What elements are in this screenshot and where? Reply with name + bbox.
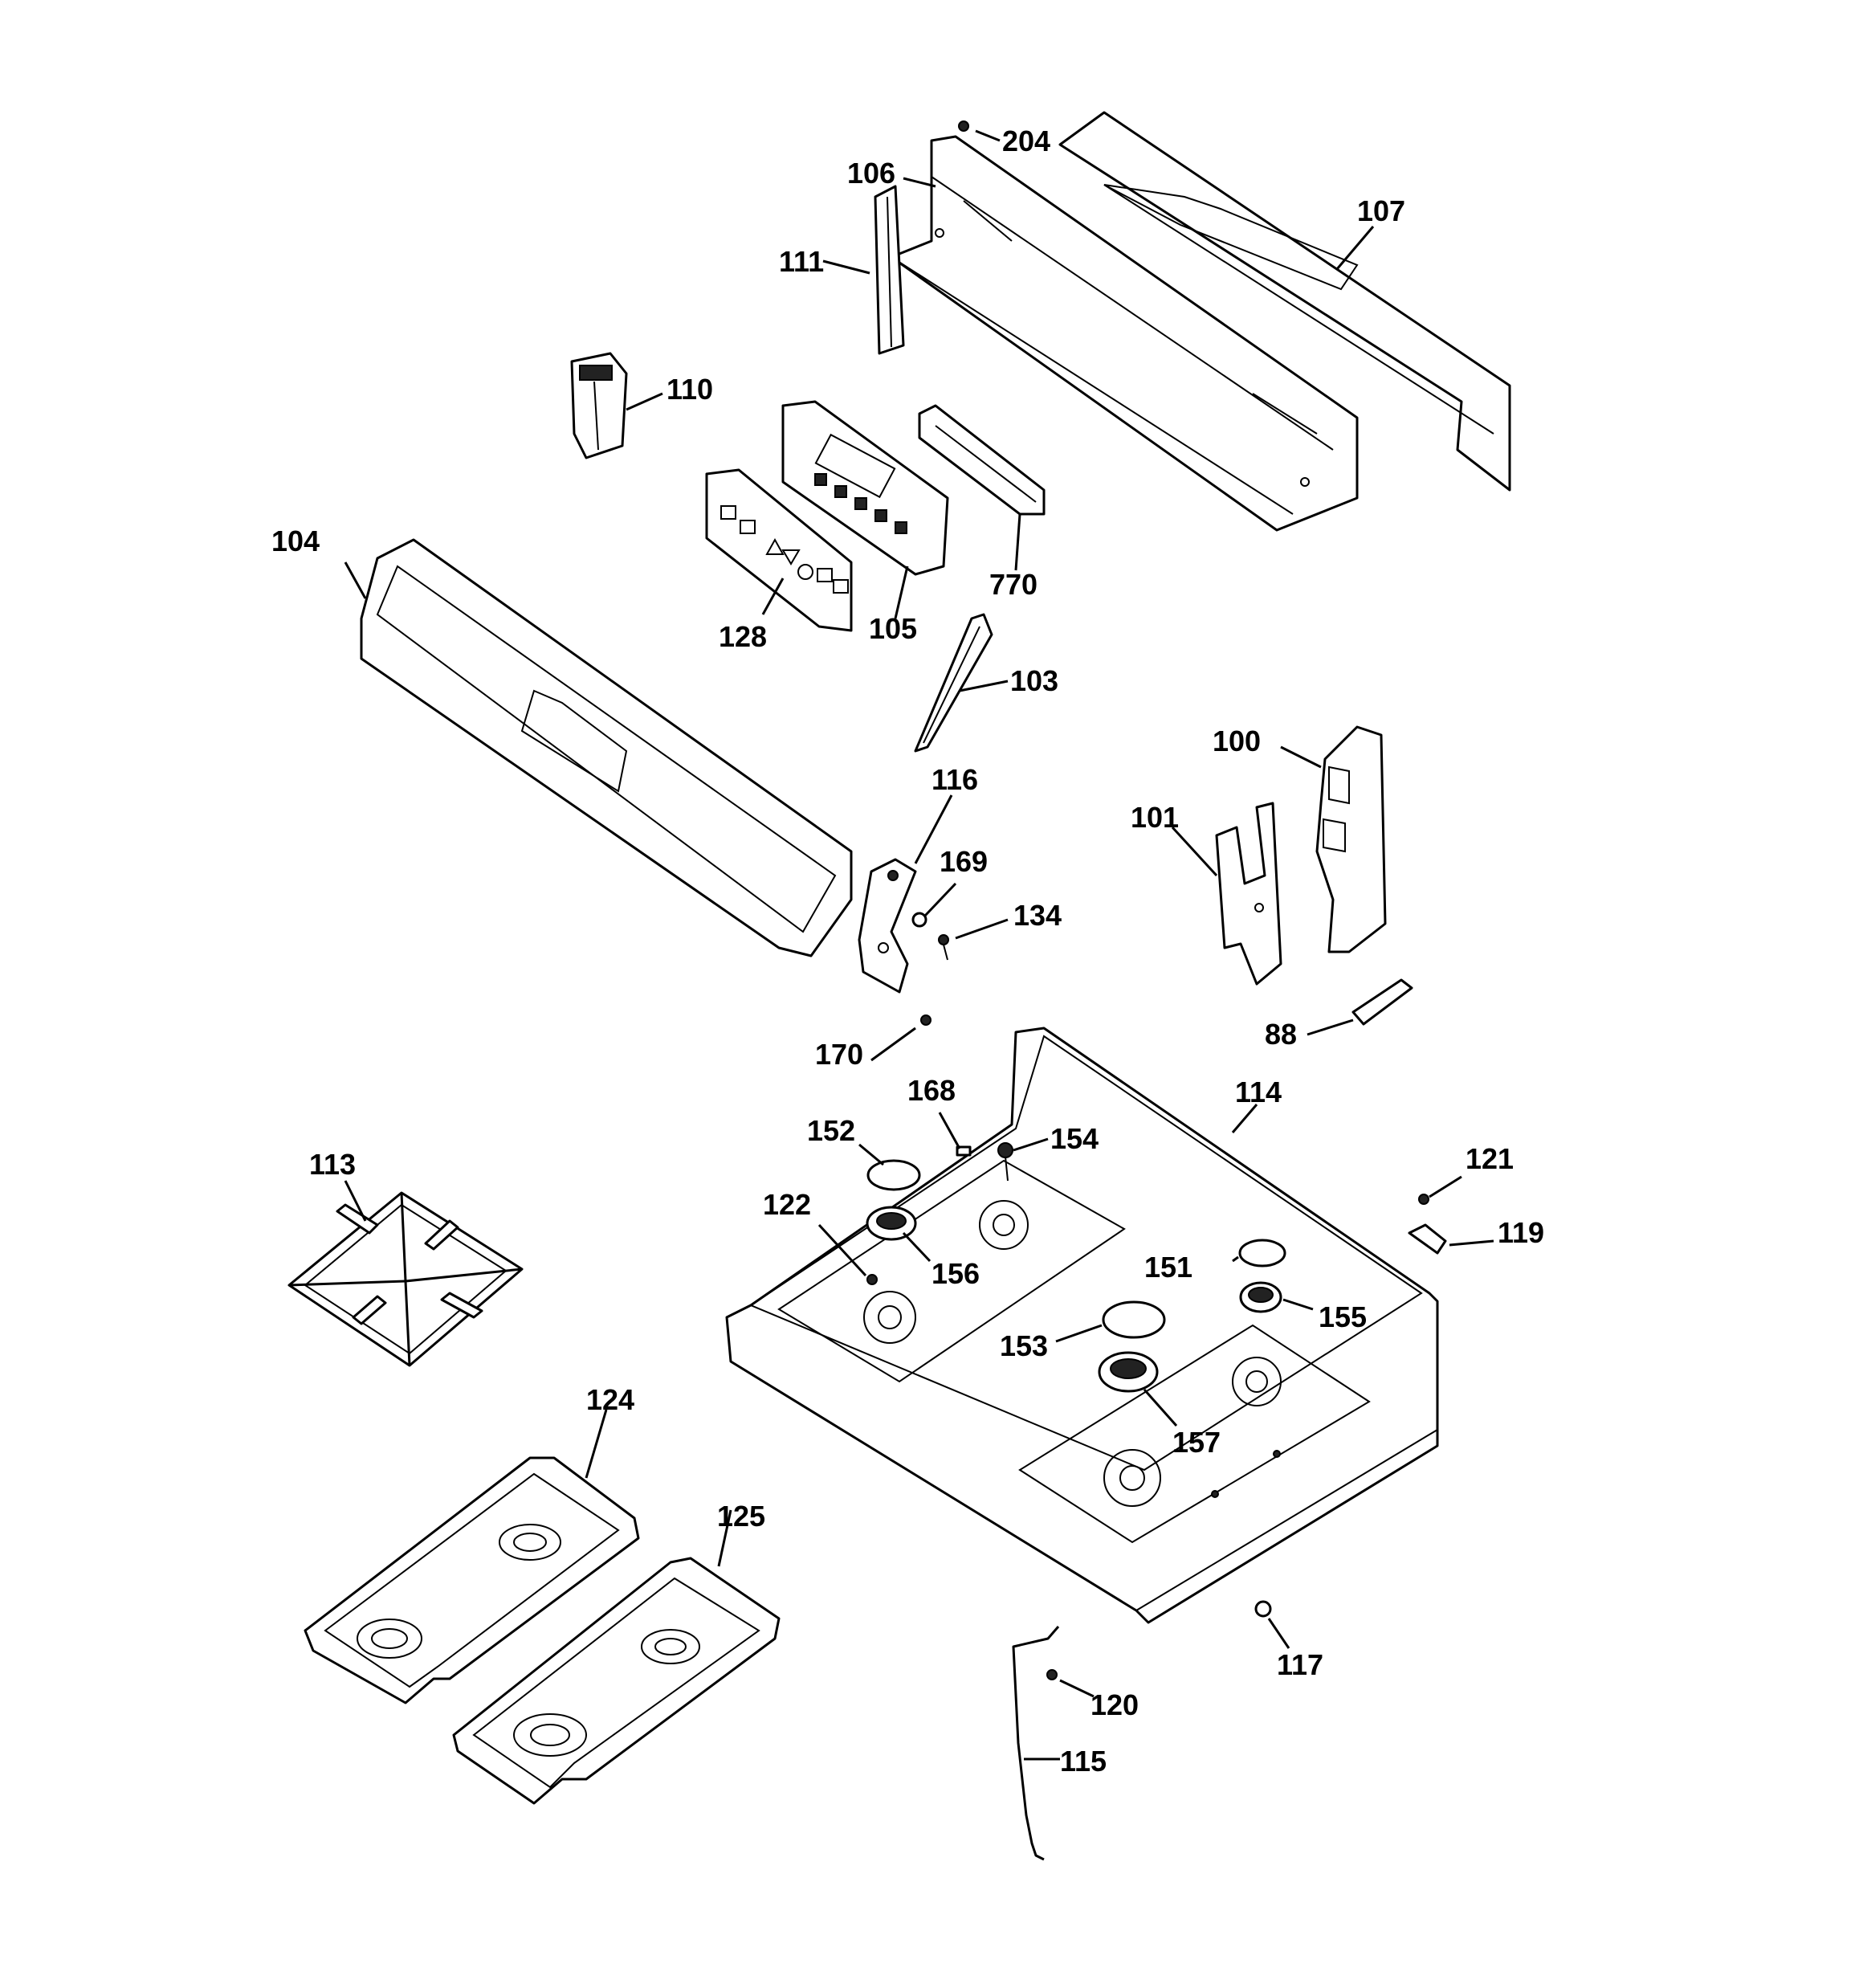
label-100: 100 [1213,725,1261,757]
part-119-hinge [1408,1223,1447,1255]
part-labels: 204 106 107 111 110 104 128 105 770 103 … [271,125,1544,1778]
part-110-switch-module [570,352,628,459]
part-103-support-rod [914,613,993,753]
part-113-burner-grate [287,1191,524,1367]
part-151-burner-cap [1238,1239,1286,1268]
label-169: 169 [940,845,988,878]
label-121: 121 [1466,1142,1514,1175]
label-168: 168 [907,1074,956,1107]
part-120-screw [1046,1669,1058,1680]
label-157: 157 [1172,1426,1221,1459]
part-157-burner-head [1098,1351,1159,1393]
part-155-burner-head [1239,1281,1282,1313]
label-134: 134 [1013,899,1062,932]
label-152: 152 [807,1114,855,1147]
part-116-end-cap [858,858,917,994]
leader-lines [344,129,1494,1761]
part-134-screw [938,934,949,961]
label-106: 106 [847,157,895,190]
label-104: 104 [271,525,320,557]
part-121-screw [1418,1194,1429,1205]
label-111: 111 [779,245,824,278]
part-770-bracket [918,404,1046,516]
label-151: 151 [1144,1251,1192,1284]
label-116: 116 [932,763,978,796]
part-153-burner-cap [1102,1300,1166,1339]
label-113: 113 [309,1148,356,1181]
part-111-side-bracket [874,185,905,355]
label-115: 115 [1060,1745,1107,1778]
label-154: 154 [1050,1122,1099,1155]
label-120: 120 [1090,1688,1139,1721]
label-110: 110 [667,373,713,406]
label-156: 156 [932,1257,980,1290]
part-124-burner-bowl [304,1456,640,1704]
part-117-nut [1254,1600,1272,1618]
part-122-screw [866,1274,878,1285]
label-88: 88 [1265,1018,1297,1051]
part-169-nut [911,912,927,928]
label-119: 119 [1498,1216,1544,1249]
part-115-support-rod [1012,1626,1060,1861]
label-124: 124 [586,1383,634,1416]
part-168-clip [956,1145,972,1157]
part-107-backsplash-cover [1058,111,1511,492]
part-88-spacer [1351,978,1413,1026]
part-104-backguard [360,538,853,957]
part-105-control-board [781,400,949,576]
label-105: 105 [869,612,917,645]
part-170-screw [920,1014,932,1026]
part-100-end-panel [1315,725,1387,953]
label-107: 107 [1357,194,1405,227]
label-128: 128 [719,620,767,653]
label-101: 101 [1131,801,1179,834]
label-155: 155 [1319,1300,1367,1333]
part-125-burner-bowl [452,1557,781,1805]
part-106-manifold-panel [890,135,1359,532]
label-114: 114 [1235,1076,1282,1108]
part-204-screw [958,120,969,132]
label-122: 122 [763,1188,811,1221]
part-154-electrode [997,1142,1013,1182]
part-152-burner-cap [866,1159,921,1191]
label-770: 770 [989,568,1037,601]
label-103: 103 [1010,664,1058,697]
label-117: 117 [1277,1648,1323,1681]
label-204: 204 [1002,125,1050,157]
part-128-control-overlay [705,468,853,632]
label-170: 170 [815,1038,863,1071]
label-125: 125 [717,1500,765,1533]
label-153: 153 [1000,1329,1048,1362]
part-156-burner-head [866,1206,917,1241]
part-101-side-bracket [1215,802,1282,986]
